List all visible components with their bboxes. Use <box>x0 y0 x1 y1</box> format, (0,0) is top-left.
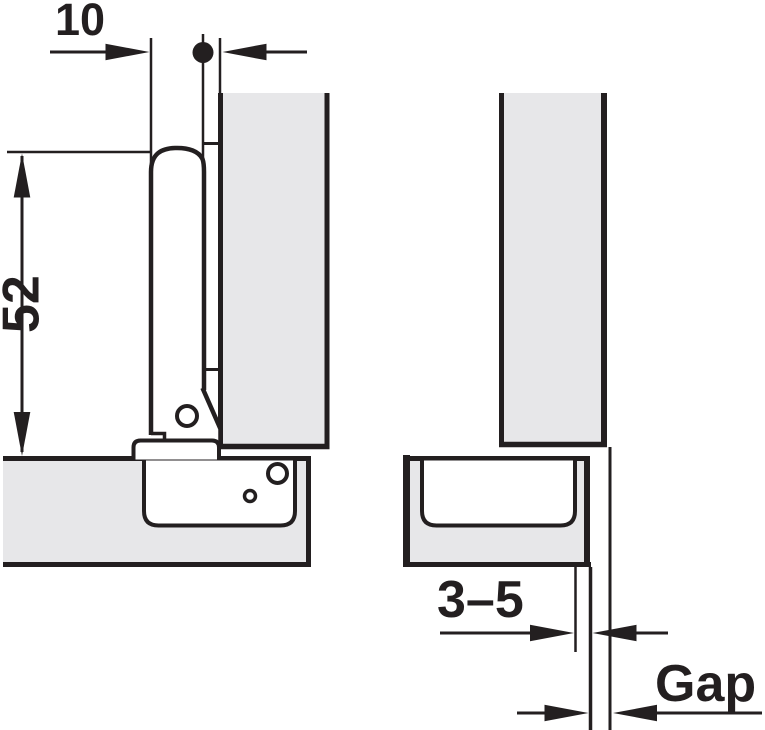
hinge-cup-left-outline <box>142 460 297 528</box>
cabinet-panel-right-fill <box>499 93 607 447</box>
dim-52-up-arrow <box>13 153 31 198</box>
dimension-gap: Gap <box>517 655 762 722</box>
dim-gap-right-arrow <box>544 704 589 722</box>
dimension-52: 52 <box>0 150 150 456</box>
drill-point-marker <box>192 42 214 63</box>
hinge-arm-tail <box>200 387 223 441</box>
arm-screw-hole <box>175 404 199 428</box>
cabinet-panel-right <box>499 93 607 448</box>
cabinet-panel-left-fill <box>218 93 329 449</box>
dim-52-label: 52 <box>0 275 51 333</box>
cabinet-panel-left <box>218 93 330 450</box>
hinge-cup-left <box>142 460 297 528</box>
hinge-arm-fill <box>151 147 221 441</box>
dim-52-down-arrow <box>13 412 31 456</box>
dim-10-label: 10 <box>55 0 105 45</box>
dim-3-5-right-arrow <box>530 624 574 642</box>
gap-label: Gap <box>655 655 756 713</box>
right-view <box>403 93 612 730</box>
dim-3-5-label: 3–5 <box>437 571 524 629</box>
left-view <box>3 34 330 567</box>
hinge-cup-right-outline <box>420 460 577 528</box>
cup-flange <box>131 438 221 460</box>
dim-10-left-arrow <box>222 43 267 61</box>
dimension-10: 10 <box>50 0 307 171</box>
cup-screw-hole-small <box>242 488 258 504</box>
hinge-arm-assembly <box>131 34 223 460</box>
dim-10-right-arrow <box>105 43 150 61</box>
dim-3-5-left-arrow <box>592 624 637 642</box>
dimension-3-5: 3–5 <box>437 571 668 642</box>
dim-gap-left-arrow <box>613 704 657 722</box>
cup-screw-hole-large <box>266 462 289 485</box>
hinge-arm-outline <box>148 145 207 435</box>
